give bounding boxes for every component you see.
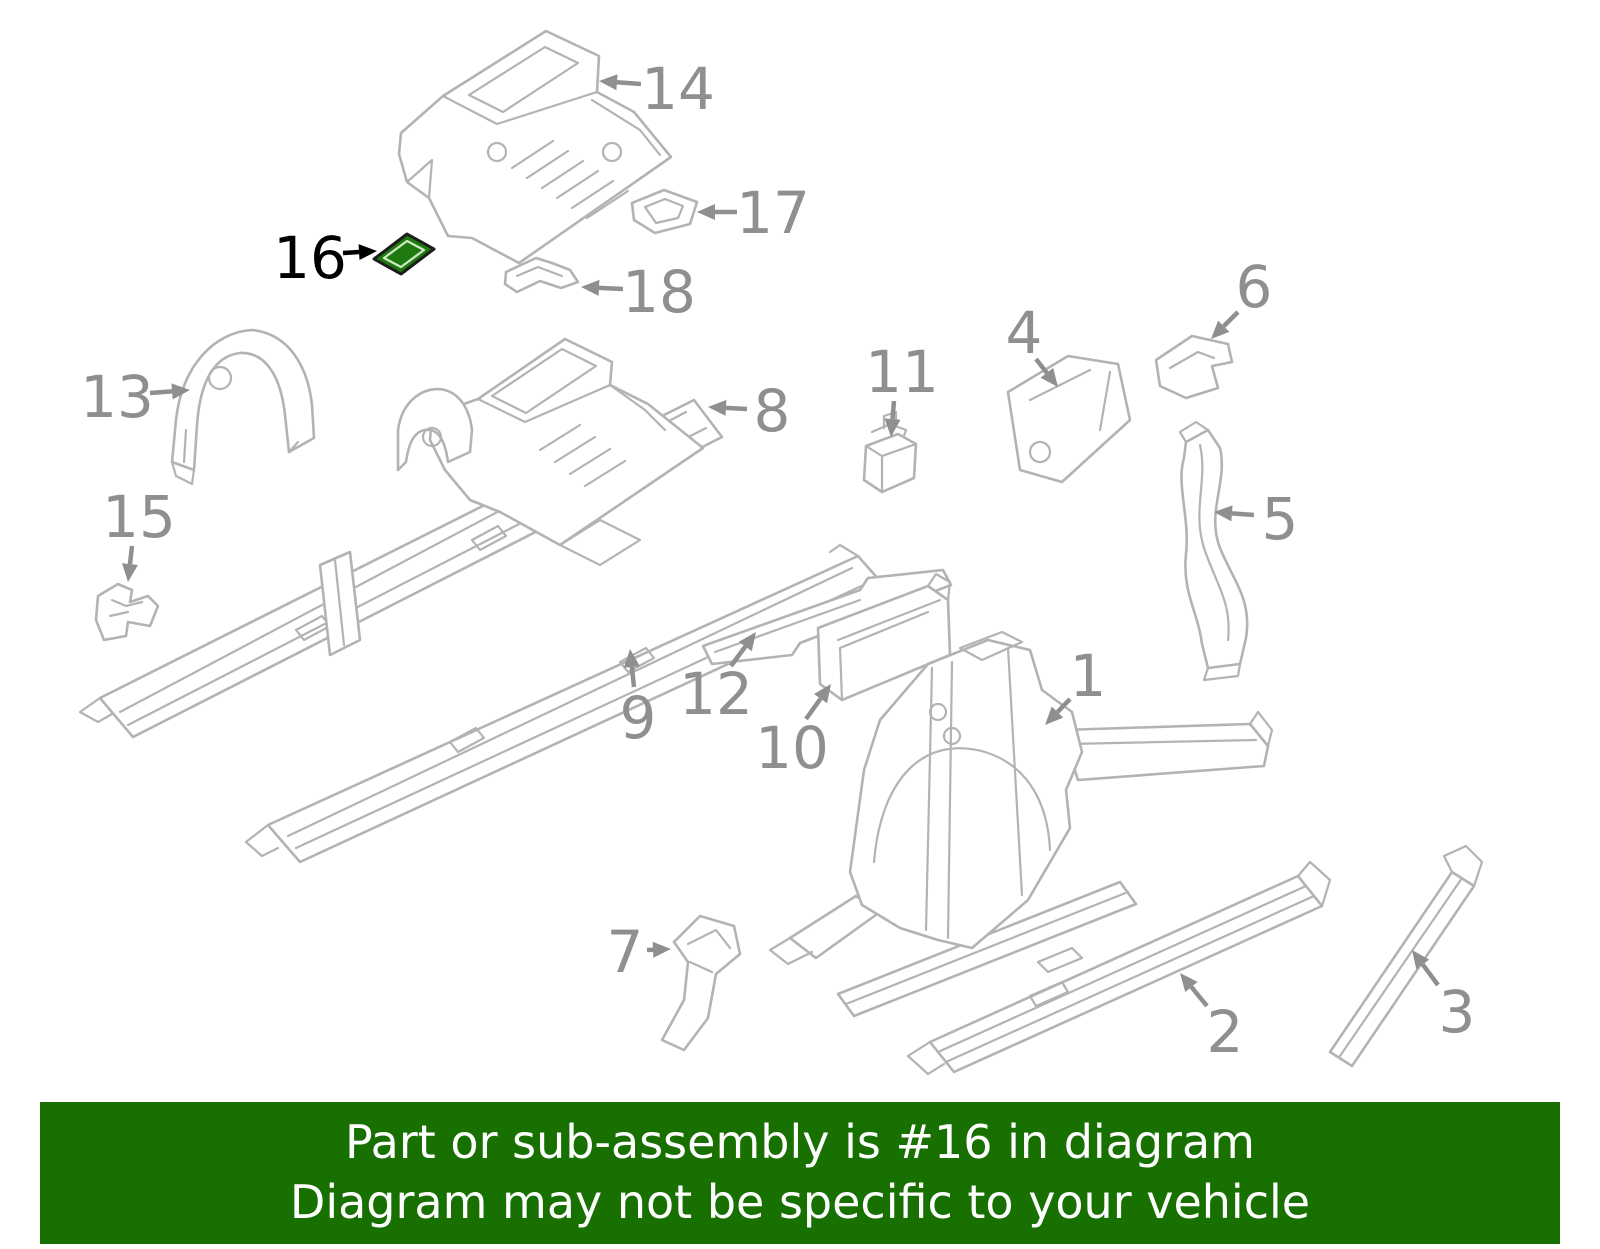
callout-label-3: 3 bbox=[1439, 978, 1476, 1046]
callout-arrowhead-14 bbox=[599, 74, 618, 91]
callout-arrowhead-1 bbox=[1045, 706, 1064, 725]
part-6-drawing bbox=[1154, 334, 1234, 400]
callout-arrowhead-16 bbox=[358, 244, 377, 261]
callout-label-15: 15 bbox=[102, 483, 176, 551]
diagram-note-banner: Part or sub-assembly is #16 in diagram D… bbox=[40, 1102, 1560, 1244]
callout-arrow-3 bbox=[1420, 963, 1440, 987]
callout-arrow-8 bbox=[725, 405, 748, 412]
callout-label-7: 7 bbox=[607, 918, 644, 986]
callout-arrowhead-9 bbox=[623, 649, 640, 668]
part-14-drawing bbox=[397, 29, 673, 265]
callout-arrowhead-13 bbox=[171, 383, 190, 400]
part-10-drawing bbox=[816, 572, 952, 702]
callout-arrowhead-4 bbox=[1040, 367, 1058, 387]
callout-label-13: 13 bbox=[80, 363, 154, 431]
callout-arrow-14 bbox=[616, 80, 642, 87]
callout-arrowhead-18 bbox=[581, 279, 600, 296]
callout-label-5: 5 bbox=[1262, 485, 1299, 553]
banner-line-2: Diagram may not be specific to your vehi… bbox=[289, 1175, 1311, 1229]
callout-arrowhead-11 bbox=[884, 418, 901, 437]
callout-label-17: 17 bbox=[736, 179, 810, 247]
part-8-drawing bbox=[78, 337, 724, 739]
callout-label-14: 14 bbox=[641, 55, 715, 123]
callout-label-6: 6 bbox=[1236, 253, 1273, 321]
callout-arrow-5 bbox=[1231, 511, 1255, 518]
part-15-drawing bbox=[94, 582, 160, 642]
callout-label-12: 12 bbox=[679, 660, 753, 728]
callout-arrow-13 bbox=[149, 389, 173, 396]
callout-arrow-15 bbox=[127, 545, 135, 565]
callout-label-16: 16 bbox=[273, 224, 347, 292]
part-2-drawing bbox=[906, 860, 1332, 1076]
callout-arrow-12 bbox=[729, 645, 748, 668]
part-13-drawing bbox=[170, 328, 316, 486]
callout-arrow-6 bbox=[1222, 310, 1240, 328]
part-11-drawing bbox=[862, 410, 918, 494]
callout-arrowhead-7 bbox=[652, 941, 671, 958]
callout-arrow-2 bbox=[1189, 985, 1209, 1008]
callout-label-11: 11 bbox=[865, 338, 939, 406]
part-4-drawing bbox=[1006, 354, 1132, 484]
callout-arrowhead-15 bbox=[122, 563, 138, 582]
callout-arrowhead-10 bbox=[814, 684, 831, 704]
callout-arrow-9 bbox=[629, 666, 637, 688]
callout-label-8: 8 bbox=[754, 377, 791, 445]
callout-arrowhead-17 bbox=[697, 204, 715, 220]
callout-arrowhead-8 bbox=[708, 399, 727, 416]
callout-arrowhead-2 bbox=[1180, 973, 1198, 992]
callout-arrow-18 bbox=[598, 285, 624, 292]
callout-label-4: 4 bbox=[1006, 299, 1043, 367]
banner-line-1: Part or sub-assembly is #16 in diagram bbox=[345, 1115, 1255, 1170]
callout-label-1: 1 bbox=[1070, 642, 1107, 710]
part-17-drawing bbox=[630, 188, 699, 235]
callout-label-2: 2 bbox=[1207, 998, 1244, 1066]
callout-arrowhead-5 bbox=[1214, 505, 1233, 522]
callout-label-9: 9 bbox=[620, 684, 657, 752]
part-1-drawing bbox=[768, 630, 1274, 1018]
callout-arrow-11 bbox=[890, 400, 897, 420]
part-3-drawing bbox=[1328, 844, 1484, 1068]
callout-arrowhead-6 bbox=[1211, 320, 1230, 339]
part-18-drawing bbox=[503, 256, 580, 294]
callout-arrowhead-3 bbox=[1412, 950, 1430, 970]
callout-label-18: 18 bbox=[622, 258, 696, 326]
callout-arrow-16 bbox=[342, 249, 360, 256]
callout-arrow-10 bbox=[804, 697, 823, 721]
callout-arrow-4 bbox=[1034, 357, 1049, 375]
callout-label-10: 10 bbox=[755, 714, 829, 782]
part-12-drawing bbox=[701, 568, 953, 666]
highlighted-part-16 bbox=[372, 232, 436, 276]
callout-arrowhead-12 bbox=[738, 632, 756, 652]
callout-arrow-1 bbox=[1055, 697, 1072, 714]
part-7-drawing bbox=[660, 914, 742, 1052]
part-5-drawing bbox=[1178, 420, 1249, 682]
